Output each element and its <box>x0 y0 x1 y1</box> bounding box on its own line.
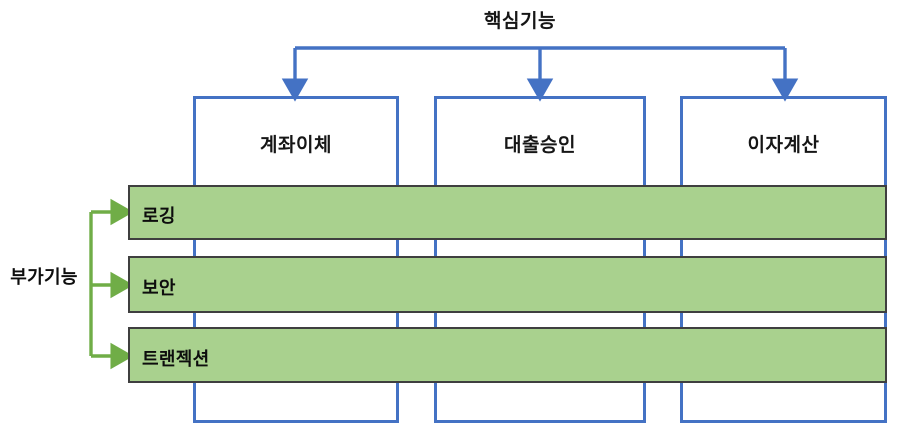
aspect-bar-label-1: 로깅 <box>142 206 176 226</box>
aspect-bar-label-3: 트랜젝션 <box>142 349 210 369</box>
aspect-connector-group <box>89 198 134 370</box>
aspect-bar-label-2: 보안 <box>142 278 176 298</box>
core-column-label-1: 계좌이체 <box>260 135 332 156</box>
core-functions-title: 핵심기능 <box>484 11 556 32</box>
aspect-functions-title: 부가기능 <box>10 267 78 287</box>
core-connector-group <box>281 46 799 102</box>
aspect-bar-3[interactable] <box>128 327 887 383</box>
aspect-bar-2[interactable] <box>128 256 887 313</box>
aspect-bar-1[interactable] <box>128 185 887 240</box>
core-column-label-3: 이자계산 <box>747 135 820 156</box>
core-column-label-2: 대출승인 <box>504 135 576 156</box>
